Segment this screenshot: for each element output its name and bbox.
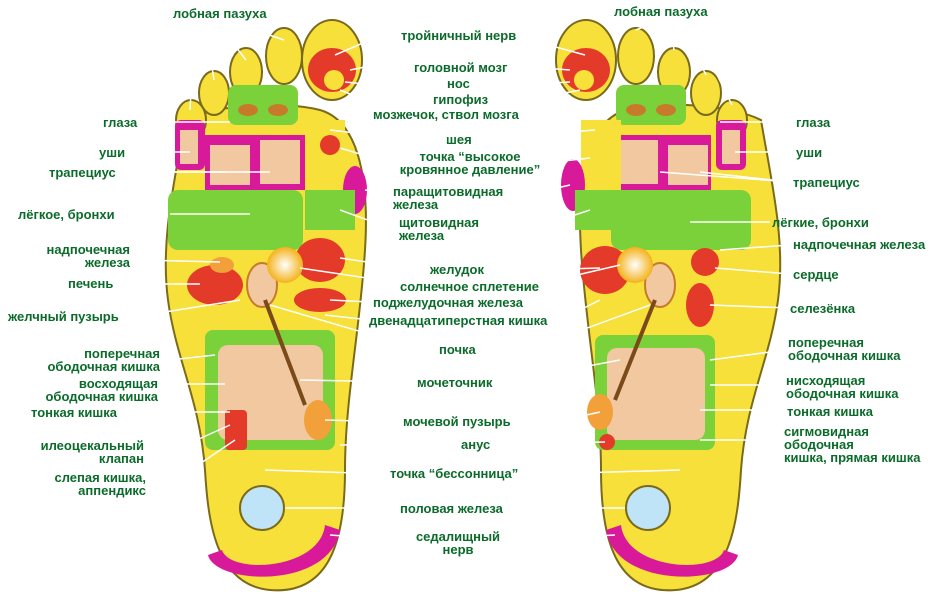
label-small-intestine-left: тонкая кишка [31, 405, 117, 420]
label-small-intestine-right: тонкая кишка [787, 404, 873, 419]
left-brain-dot [324, 70, 344, 90]
left-gonad [239, 485, 285, 531]
label-bladder: мочевой пузырь [403, 414, 511, 429]
label-sciatic-nerve: седалищный нерв [415, 529, 501, 557]
left-ears-tile [180, 130, 198, 164]
left-cecum [225, 410, 247, 450]
left-toe-2 [265, 27, 303, 85]
label-adrenal-left: надпочечная железа [46, 242, 130, 270]
label-gonad: половая железа [400, 501, 503, 516]
right-toe-green [616, 85, 686, 125]
leader-lines [139, 19, 795, 542]
label-transverse-colon-left: поперечная ободочная кишка [47, 346, 160, 374]
label-transverse-colon-right: поперечная ободочная кишка [788, 335, 901, 363]
label-insomnia-point: точка “бессонница” [390, 466, 519, 481]
left-thyroid-zone [305, 190, 355, 230]
right-toe-4 [690, 70, 722, 116]
label-ureter: мочеточник [417, 375, 493, 390]
label-anus: анус [461, 437, 491, 452]
label-brain: головной мозг [414, 60, 508, 75]
left-liver [187, 265, 243, 305]
label-pituitary: гипофиз [433, 92, 489, 107]
label-nose: нос [447, 76, 470, 91]
label-sigmoid: сигмовидная ободочная кишка, прямая кишк… [784, 424, 921, 465]
label-frontal-sinus-right: лобная пазуха [614, 4, 708, 19]
right-big-toe-red [562, 48, 610, 92]
label-ascending-colon: восходящая ободочная кишка [45, 376, 158, 404]
label-liver: печень [68, 276, 114, 291]
label-ears-left: уши [99, 145, 126, 160]
left-pancreas [294, 288, 346, 312]
label-stomach: желудок [430, 262, 484, 277]
label-pancreas: поджелудочная железа [373, 295, 523, 310]
left-high-pressure [320, 135, 340, 155]
right-body-tile-2 [668, 145, 708, 185]
label-heart: сердце [793, 267, 839, 282]
label-high-pressure-point: точка “высокое кровянное давление” [399, 149, 541, 177]
label-trapezius-right: трапециус [793, 175, 860, 190]
right-lung-zone [611, 190, 751, 250]
label-cecum: слепая кишка, аппендикс [54, 470, 146, 498]
right-eye-2 [656, 104, 676, 116]
label-duodenum: двенадцатиперстная кишка [369, 313, 548, 328]
label-neck: шея [446, 132, 472, 147]
left-eye-1 [238, 104, 258, 116]
label-trapezius-left: трапециус [49, 165, 116, 180]
right-eye-1 [626, 104, 646, 116]
label-descending-colon: нисходящая ободочная кишка [786, 373, 899, 401]
label-parathyroid: паращитовидная железа [393, 184, 504, 212]
label-eyes-left: глаза [103, 115, 138, 130]
left-ureter [263, 299, 307, 406]
label-solar-plexus: солнечное сплетение [400, 279, 539, 294]
left-foot [164, 19, 367, 592]
right-toe-2 [617, 27, 655, 85]
right-foot [555, 19, 782, 592]
label-thyroid: щитовидная железа [399, 215, 479, 243]
right-brain-dot [574, 70, 594, 90]
label-adrenal-right: надпочечная железа [793, 237, 926, 252]
right-ureter [613, 299, 657, 401]
right-intestine [607, 348, 705, 440]
left-solar-plexus [267, 247, 303, 283]
left-big-toe-red [308, 48, 356, 92]
left-sciatic [208, 525, 340, 577]
left-lung-zone [168, 190, 303, 250]
left-toe-green [228, 85, 298, 125]
label-frontal-sinus-left: лобная пазуха [173, 6, 267, 21]
left-bladder [304, 400, 332, 440]
right-kidney [644, 262, 676, 308]
right-gonad [625, 485, 671, 531]
label-spleen: селезёнка [790, 301, 856, 316]
right-solar-plexus [617, 247, 653, 283]
label-eyes-right: глаза [796, 115, 831, 130]
left-adrenal [210, 257, 234, 273]
label-ears-right: уши [796, 145, 823, 160]
right-heart [691, 248, 719, 276]
left-stomach [295, 238, 345, 282]
right-ears-tile [722, 130, 740, 164]
left-eye-2 [268, 104, 288, 116]
right-stomach [580, 246, 630, 294]
label-kidney: почка [439, 342, 476, 357]
right-thyroid-zone [575, 190, 620, 230]
left-body-tile-1 [210, 145, 250, 185]
label-cerebellum: мозжечок, ствол мозга [373, 107, 519, 122]
label-lungs-right: лёгкие, бронхи [772, 215, 869, 230]
label-lung-left: лёгкое, бронхи [18, 207, 115, 222]
label-gallbladder: желчный пузырь [8, 309, 119, 324]
label-ileocecal: илеоцекальный клапан [40, 438, 144, 466]
left-body-tile-2 [260, 140, 300, 184]
label-trigeminal: тройничный нерв [401, 28, 517, 43]
right-sciatic [606, 525, 738, 577]
right-spleen [686, 283, 714, 327]
right-body-tile-1 [618, 140, 658, 184]
right-anus [599, 434, 615, 450]
